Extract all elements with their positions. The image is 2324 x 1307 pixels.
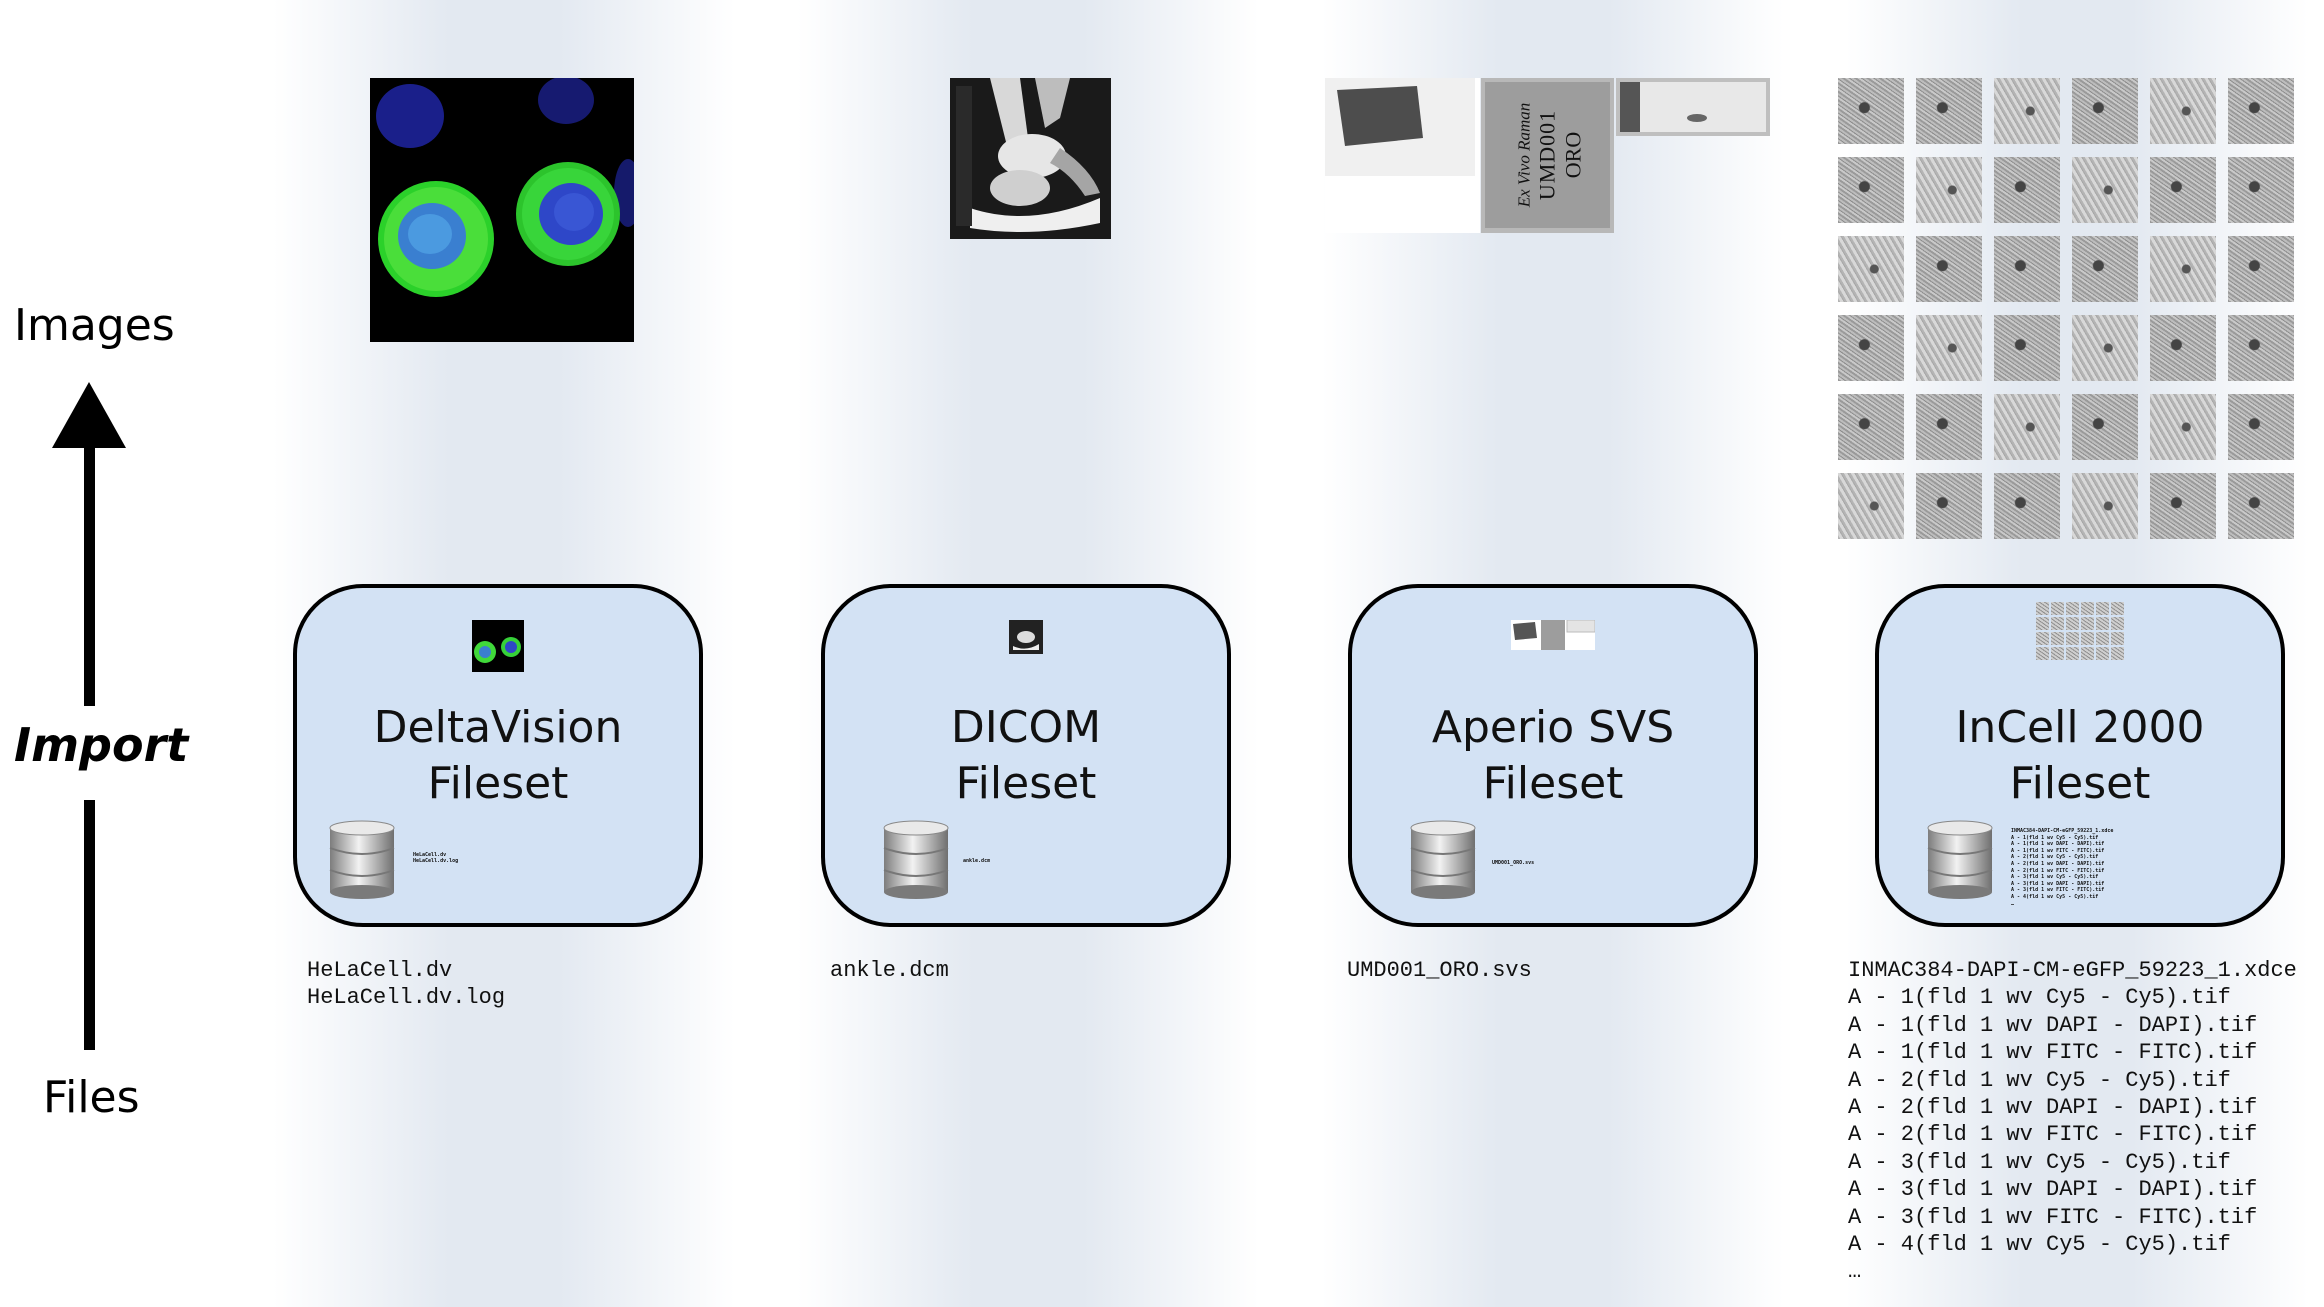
fileset-incell: InCell 2000 Fileset INMAC384-DAPI-CM-eGF… [1875, 584, 2285, 927]
fileset-title-line1: DICOM [950, 702, 1102, 753]
fileset-title-line1: Aperio SVS [1431, 702, 1675, 753]
file-list-deltavision: HeLaCell.dv HeLaCell.dv.log [307, 957, 505, 1012]
file-name: A - 1(fld 1 wv DAPI - DAPI).tif [1848, 1012, 2258, 1038]
mini-file-list: UMD001_ORO.svs [1492, 860, 1535, 866]
fileset-title-line2: Fileset [427, 758, 569, 809]
incell-thumbnail [2036, 602, 2124, 660]
mini-file-list: INMAC384-DAPI-CM-eGFP_59223_1.xdce A - 1… [2011, 828, 2114, 907]
fileset-aperio: Aperio SVS Fileset UMD001_ORO.svs [1348, 584, 1758, 927]
file-name: A - 2(fld 1 wv DAPI - DAPI).tif [1848, 1095, 2258, 1121]
fileset-deltavision: DeltaVision Fileset HeLaCell.dv HeLaCell… [293, 584, 703, 927]
arrow-shaft-upper [84, 446, 95, 706]
fileset-title-line2: Fileset [1482, 758, 1624, 809]
file-name: … [1848, 1259, 1862, 1285]
fileset-title-line1: DeltaVision [373, 702, 623, 753]
file-name: INMAC384-DAPI-CM-eGFP_59223_1.xdce [1848, 958, 2297, 983]
slide-label-line3: ORO [1560, 131, 1586, 179]
file-name: ankle.dcm [830, 958, 949, 983]
fileset-title: DICOM Fileset [825, 700, 1227, 812]
database-icon [1927, 820, 1993, 899]
database-icon [329, 820, 395, 899]
fluorescence-cell-image [370, 78, 634, 342]
file-name: UMD001_ORO.svs [1347, 958, 1532, 983]
fileset-title-line2: Fileset [955, 758, 1097, 809]
aperio-thumbnail [1511, 620, 1595, 650]
file-name: HeLaCell.dv.log [307, 985, 506, 1011]
fileset-title: DeltaVision Fileset [297, 700, 699, 812]
database-icon [883, 820, 949, 899]
incell-well-grid [1838, 78, 2294, 539]
mini-file-list: HeLaCell.dv HeLaCell.dv.log [413, 852, 459, 864]
slide-label-line2: UMD001 [1534, 109, 1560, 201]
mri-ankle-image [950, 78, 1111, 239]
arrow-shaft-lower [84, 800, 95, 1050]
file-name: A - 3(fld 1 wv DAPI - DAPI).tif [1848, 1177, 2258, 1203]
file-name: A - 1(fld 1 wv Cy5 - Cy5).tif [1848, 985, 2231, 1011]
mini-file-list: ankle.dcm [963, 858, 991, 864]
file-name: A - 2(fld 1 wv Cy5 - Cy5).tif [1848, 1067, 2231, 1093]
deltavision-thumbnail [472, 620, 524, 672]
fileset-title: InCell 2000 Fileset [1879, 700, 2281, 812]
database-icon [1410, 820, 1476, 899]
fileset-dicom: DICOM Fileset ankle.dcm [821, 584, 1231, 927]
aperio-slide-thumbnails [1325, 78, 1770, 233]
slide-label-line1: Ex Vivo Raman [1514, 102, 1534, 208]
arrow-up-icon [52, 382, 126, 448]
dicom-thumbnail [1009, 620, 1043, 654]
file-name: A - 1(fld 1 wv FITC - FITC).tif [1848, 1040, 2258, 1066]
file-name: A - 2(fld 1 wv FITC - FITC).tif [1848, 1122, 2258, 1148]
files-axis-label: Files [43, 1072, 140, 1123]
fileset-title-line2: Fileset [2009, 758, 2151, 809]
file-list-incell: INMAC384-DAPI-CM-eGFP_59223_1.xdce A - 1… [1848, 957, 2297, 1286]
file-name: HeLaCell.dv [307, 958, 453, 983]
file-list-aperio: UMD001_ORO.svs [1347, 957, 1532, 984]
file-name: A - 3(fld 1 wv FITC - FITC).tif [1848, 1204, 2258, 1230]
slide-label-text: Ex Vivo Raman UMD001 ORO [1496, 93, 1606, 218]
fileset-title-line1: InCell 2000 [1955, 702, 2205, 753]
file-name: A - 3(fld 1 wv Cy5 - Cy5).tif [1848, 1149, 2231, 1175]
file-name: A - 4(fld 1 wv Cy5 - Cy5).tif [1848, 1232, 2231, 1258]
import-axis-label: Import [14, 718, 189, 772]
fileset-title: Aperio SVS Fileset [1352, 700, 1754, 812]
images-axis-label: Images [14, 300, 175, 351]
file-list-dicom: ankle.dcm [830, 957, 949, 984]
